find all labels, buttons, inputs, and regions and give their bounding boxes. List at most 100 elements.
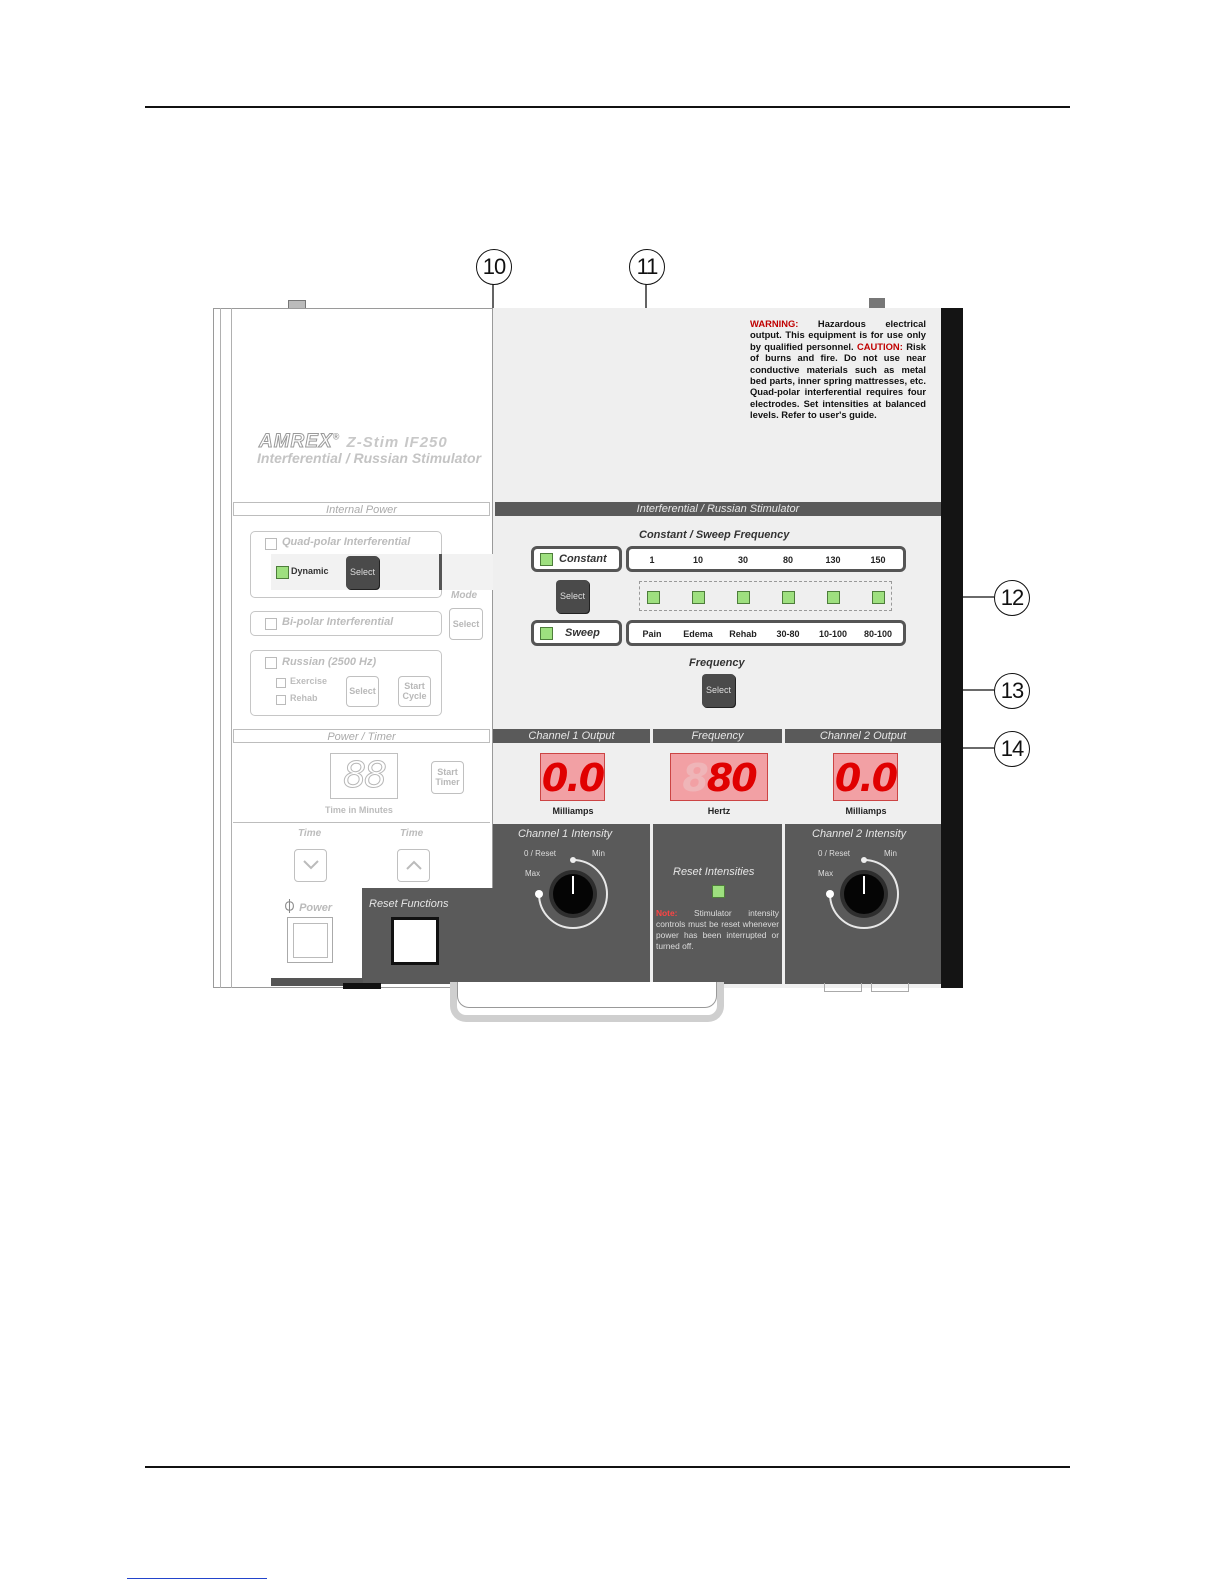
- sweep-led: [540, 627, 553, 640]
- time-up-button[interactable]: [397, 849, 430, 882]
- frequency-display: 880: [670, 753, 768, 801]
- dynamic-select-button[interactable]: Select: [346, 556, 379, 589]
- reset-functions-button[interactable]: [391, 917, 439, 965]
- left-panel: [213, 308, 493, 988]
- russian-checkbox[interactable]: [265, 657, 277, 669]
- sweep-option: Rehab: [729, 629, 757, 639]
- bi-polar-checkbox[interactable]: [265, 618, 277, 630]
- const-sweep-title: Constant / Sweep Frequency: [639, 529, 790, 541]
- ch2-min-label: Min: [884, 849, 897, 858]
- reset-intensities-title: Reset Intensities: [673, 866, 755, 878]
- start-timer-line2: Timer: [435, 777, 460, 787]
- callout-14: 14: [994, 731, 1030, 767]
- constant-option: 80: [782, 555, 793, 565]
- sweep-options-box: [626, 620, 906, 646]
- exercise-label: Exercise: [290, 676, 328, 686]
- foot-left: [343, 983, 381, 989]
- callout-11: 11: [629, 249, 665, 285]
- footer-link-underline: [127, 1578, 267, 1579]
- chevron-down-icon: [302, 860, 319, 870]
- ch2-intensity-knob[interactable]: [822, 852, 912, 942]
- quad-polar-checkbox[interactable]: [265, 538, 277, 550]
- sweep-option: 30-80: [776, 629, 800, 639]
- frequency-unit: Hertz: [707, 806, 731, 816]
- reset-functions-label: Reset Functions: [369, 898, 449, 910]
- constant-label: Constant: [559, 553, 607, 565]
- mode-select-button[interactable]: Select: [449, 608, 483, 640]
- start-cycle-line2: Cycle: [402, 691, 427, 701]
- time-down-label: Time: [298, 828, 322, 839]
- power-icon: ⏀: [283, 899, 297, 914]
- chevron-up-icon: [405, 860, 422, 870]
- ch1-knob-min-dot: [570, 857, 576, 863]
- model-name: Z-Stim IF250: [346, 434, 448, 451]
- start-cycle-line1: Start: [404, 681, 425, 691]
- russian-select-button[interactable]: Select: [346, 676, 379, 707]
- ch1-intensity-title: Channel 1 Intensity: [518, 828, 613, 840]
- constant-option: 30: [737, 555, 748, 565]
- stimulator-header-bar: Interferential / Russian Stimulator: [495, 502, 941, 516]
- start-cycle-button[interactable]: Start Cycle: [398, 676, 431, 707]
- sweep-option: 80-100: [863, 629, 893, 639]
- dynamic-row: [271, 554, 493, 590]
- constant-option: 10: [692, 555, 703, 565]
- ch1-intensity-knob[interactable]: [531, 852, 621, 942]
- constant-option: 150: [870, 555, 886, 565]
- stimulator-device: AMREX® Z-Stim IF250 Interferential / Rus…: [213, 298, 963, 992]
- power-label: ⏀ Power: [283, 899, 333, 914]
- bi-polar-label: Bi-polar Interferential: [282, 616, 394, 628]
- power-button[interactable]: [287, 917, 333, 963]
- exercise-checkbox[interactable]: [276, 678, 286, 688]
- frequency-ghost-digit: 8: [682, 756, 708, 800]
- time-down-button[interactable]: [294, 849, 327, 882]
- bottom-rule: [145, 1466, 1070, 1468]
- ch2-intensity-title: Channel 2 Intensity: [812, 828, 907, 840]
- dynamic-row-edge: [439, 554, 442, 590]
- quad-polar-label: Quad-polar Interferential: [282, 536, 411, 548]
- sweep-option: Pain: [642, 629, 662, 639]
- constant-led: [540, 553, 553, 566]
- russian-label: Russian (2500 Hz): [282, 656, 377, 668]
- freq-led-2: [692, 591, 705, 604]
- carrying-handle: [450, 982, 724, 1022]
- time-in-minutes-label: Time in Minutes: [325, 805, 393, 815]
- ch2-reset-label: 0 / Reset: [818, 849, 851, 858]
- warning-text: WARNING: Hazardous electrical output. Th…: [750, 318, 926, 421]
- power-timer-bar: Power / Timer: [233, 729, 490, 743]
- device-subtitle-left: Interferential / Russian Stimulator: [257, 450, 482, 466]
- timer-divider: [233, 822, 490, 823]
- ch1-min-label: Min: [592, 849, 605, 858]
- foot-right-2: [871, 983, 909, 992]
- constant-option: 1: [649, 555, 655, 565]
- foot-right-1: [824, 983, 862, 992]
- top-tab-right: [869, 298, 885, 308]
- frequency-select-button[interactable]: Select: [702, 674, 735, 707]
- bi-polar-group: [250, 611, 442, 636]
- timer-display: 88: [330, 753, 398, 799]
- mode-label: Mode: [451, 590, 478, 601]
- side-rib: [231, 308, 232, 988]
- callout-10: 10: [476, 249, 512, 285]
- ch2-knob-max-dot: [826, 890, 834, 898]
- freq-led-3: [737, 591, 750, 604]
- side-strip: [941, 308, 963, 988]
- handle-inner-edge: [457, 982, 717, 1008]
- freq-led-5: [827, 591, 840, 604]
- ch2-unit: Milliamps: [845, 806, 887, 816]
- callout-13: 13: [994, 673, 1030, 709]
- rehab-checkbox[interactable]: [276, 695, 286, 705]
- ch2-knob-min-dot: [861, 857, 867, 863]
- time-up-label: Time: [400, 828, 424, 839]
- sweep-option: Edema: [683, 629, 713, 639]
- ch2-output-bar: Channel 2 Output: [785, 729, 941, 743]
- internal-power-bar: Internal Power: [233, 502, 490, 516]
- start-timer-button[interactable]: Start Timer: [431, 761, 464, 794]
- start-timer-line1: Start: [437, 767, 458, 777]
- constant-options-box: [626, 546, 906, 572]
- brand-logo: AMREX® Z-Stim IF250: [259, 431, 448, 453]
- power-button-face: [293, 923, 328, 958]
- constant-option: 130: [825, 555, 841, 565]
- mode-type-select-button[interactable]: Select: [556, 580, 589, 613]
- ch1-reset-label: 0 / Reset: [524, 849, 557, 858]
- reset-intensities-panel: [653, 824, 782, 984]
